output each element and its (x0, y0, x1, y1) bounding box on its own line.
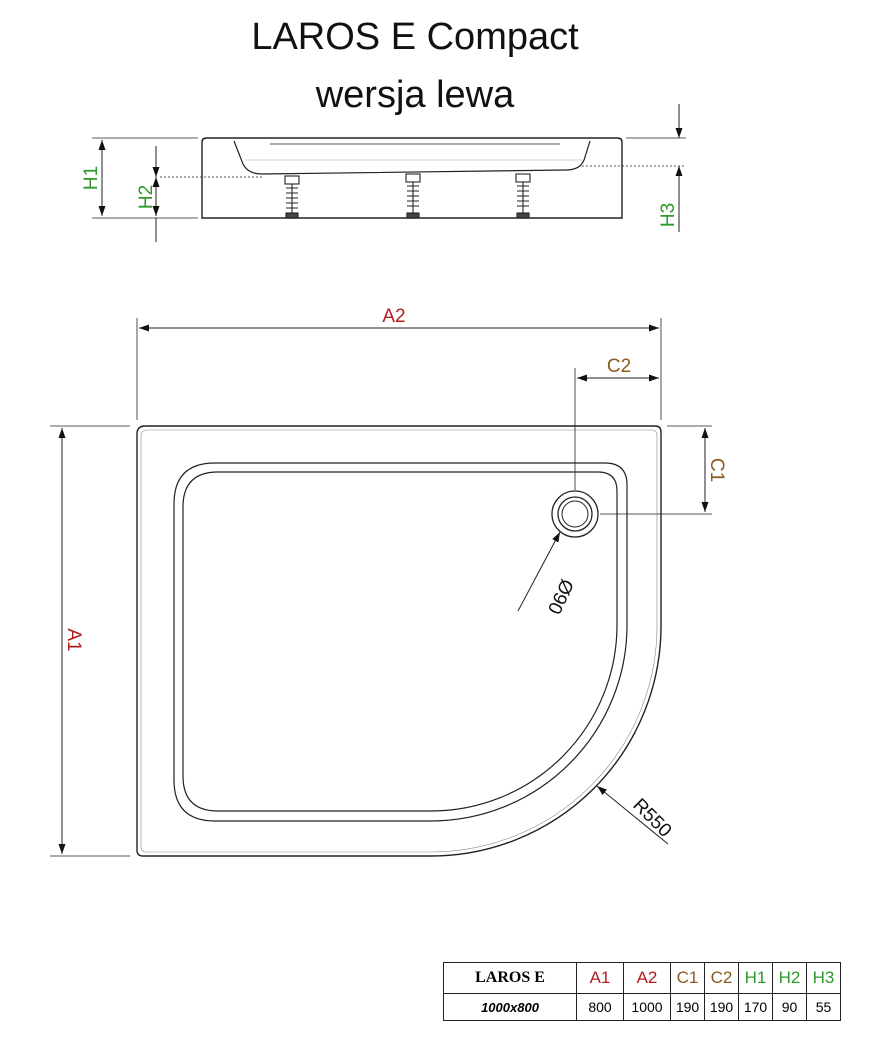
tray-foot (284, 175, 300, 219)
table-header-c2: C2 (704, 962, 739, 994)
table-row: 1000x800 800 1000 190 190 170 90 55 (443, 993, 841, 1021)
tray-foot (405, 173, 421, 219)
table-value-h2: 90 (772, 993, 807, 1021)
table-value-a2: 1000 (623, 993, 671, 1021)
table-value-c2: 190 (704, 993, 739, 1021)
table-header-h2: H2 (772, 962, 807, 994)
table-header-a2: A2 (623, 962, 671, 994)
table-header-h1: H1 (738, 962, 773, 994)
tray-foot (515, 173, 531, 219)
page-title: LAROS E Compact (251, 16, 579, 58)
label-c1: C1 (706, 458, 727, 482)
table-header-row: LAROS E A1 A2 C1 C2 H1 H2 H3 (443, 962, 841, 994)
drain (551, 490, 599, 538)
tray-outline (136, 425, 662, 857)
page-subtitle: wersja lewa (315, 74, 515, 116)
table-value-h1: 170 (738, 993, 773, 1021)
label-h1: H1 (81, 166, 102, 190)
basin-outline (173, 462, 628, 822)
label-h3: H3 (658, 203, 679, 227)
tray-side-outline (201, 137, 623, 219)
label-radius: R550 (628, 795, 675, 842)
dimensions-table: LAROS E A1 A2 C1 C2 H1 H2 H3 1000x800 80… (443, 962, 841, 1021)
side-view (92, 104, 686, 242)
table-header-c1: C1 (670, 962, 705, 994)
table-model: LAROS E (443, 962, 577, 994)
table-header-a1: A1 (576, 962, 624, 994)
table-value-a1: 800 (576, 993, 624, 1021)
table-value-h3: 55 (806, 993, 841, 1021)
table-value-c1: 190 (670, 993, 705, 1021)
table-header-h3: H3 (806, 962, 841, 994)
label-a2: A2 (382, 306, 405, 327)
label-a1: A1 (63, 628, 84, 651)
label-drain-diameter: Ø90 (543, 576, 577, 617)
label-h2: H2 (136, 185, 157, 209)
tray-basin-profile (233, 140, 591, 175)
table-size: 1000x800 (443, 993, 577, 1021)
label-c2: C2 (607, 356, 631, 377)
top-view (50, 318, 712, 857)
